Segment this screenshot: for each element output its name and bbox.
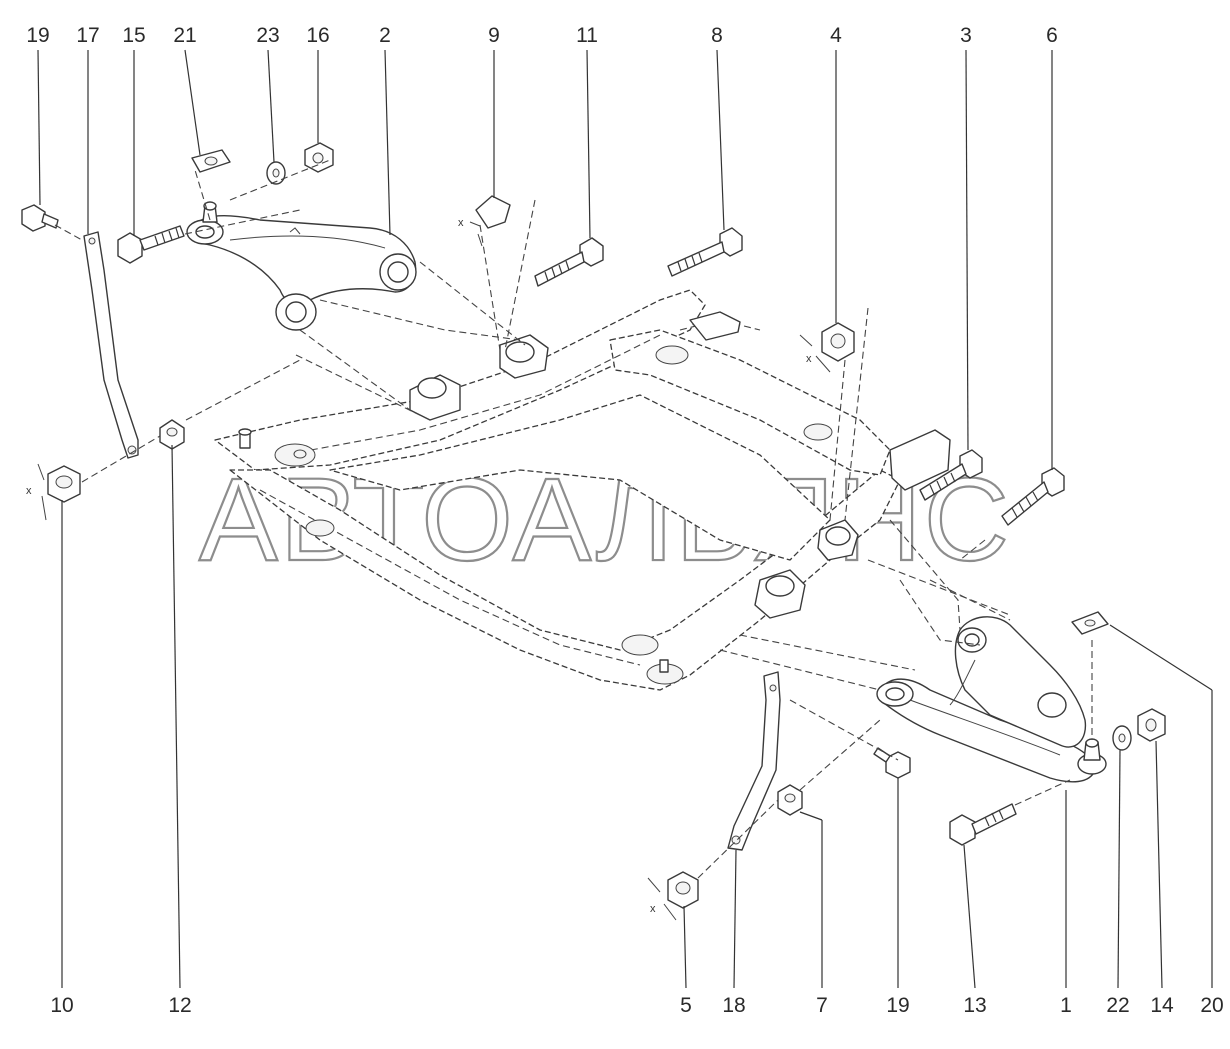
bushing-12 (159, 419, 185, 450)
nut-5: x (647, 871, 699, 921)
callouts-bottom: 10 12 5 18 7 19 13 1 22 14 20 (50, 994, 1223, 1017)
nut-4: x (799, 322, 855, 373)
callout-23: 23 (256, 24, 279, 47)
callout-17: 17 (76, 24, 99, 47)
callout-12: 12 (168, 994, 191, 1017)
callout-4: 4 (830, 24, 842, 47)
callout-13: 13 (963, 994, 986, 1017)
upper-control-arm (186, 215, 417, 331)
lower-ball-joint (1077, 738, 1107, 775)
callouts-top: 19 17 15 21 23 16 2 9 11 8 4 3 6 (26, 24, 1058, 47)
callout-18: 18 (722, 994, 745, 1017)
callout-5: 5 (680, 994, 692, 1017)
callout-8: 8 (711, 24, 723, 47)
callout-9: 9 (488, 24, 500, 47)
callout-20: 20 (1200, 994, 1223, 1017)
bolt-19-bottom (873, 747, 911, 779)
callout-2: 2 (379, 24, 391, 47)
dimension-x-10: x (26, 485, 32, 497)
callout-19-bottom: 19 (886, 994, 909, 1017)
bolt-19-top (21, 204, 59, 232)
clip-9: x (458, 195, 511, 247)
nut-16 (304, 142, 334, 173)
callout-19-top: 19 (26, 24, 49, 47)
callout-15: 15 (122, 24, 145, 47)
callout-7: 7 (816, 994, 828, 1017)
nut-14 (1137, 708, 1166, 742)
callout-14: 14 (1150, 994, 1174, 1017)
callout-10: 10 (50, 994, 73, 1017)
bushing-7 (777, 784, 803, 816)
bolt-6 (1001, 467, 1065, 526)
callout-3: 3 (960, 24, 972, 47)
callout-22: 22 (1106, 994, 1129, 1017)
bolt-3 (919, 449, 983, 501)
dimension-x-9: x (458, 217, 464, 229)
bolt-15 (117, 225, 185, 264)
bolt-13 (949, 803, 1017, 846)
callout-6: 6 (1046, 24, 1058, 47)
lower-control-arm (876, 616, 1096, 783)
dimension-x-5: x (650, 903, 656, 915)
leader-lines (37, 49, 1213, 989)
bolt-11 (534, 237, 604, 287)
callout-21: 21 (173, 24, 196, 47)
subframe (214, 289, 951, 691)
link-17 (83, 231, 139, 459)
bolt-8 (667, 227, 743, 277)
nut-10: x (26, 463, 81, 521)
callout-11: 11 (576, 24, 598, 47)
assembly-guides (54, 159, 1093, 879)
link-18 (727, 671, 781, 851)
dimension-x-4: x (806, 353, 812, 365)
callout-1: 1 (1060, 994, 1072, 1017)
callout-16: 16 (306, 24, 329, 47)
